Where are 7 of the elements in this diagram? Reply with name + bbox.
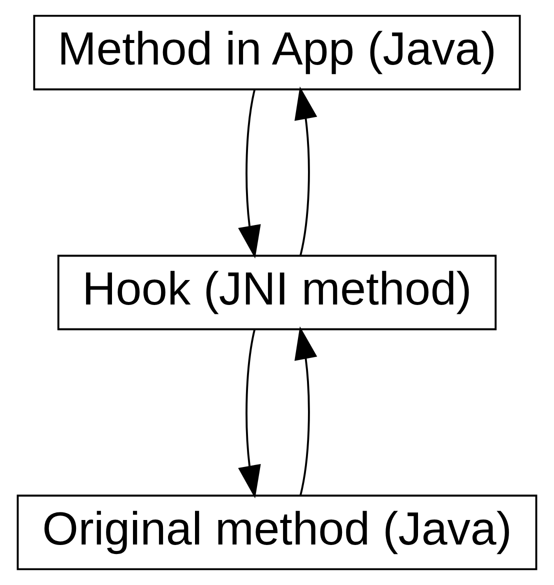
arrow (238, 89, 261, 258)
arrow (238, 329, 261, 498)
node-box: Hook (JNI method) (57, 254, 497, 330)
arrow (294, 86, 318, 256)
arrow (294, 326, 318, 496)
node-box: Original method (Java) (16, 494, 538, 570)
node-box: Method in App (Java) (33, 14, 521, 90)
